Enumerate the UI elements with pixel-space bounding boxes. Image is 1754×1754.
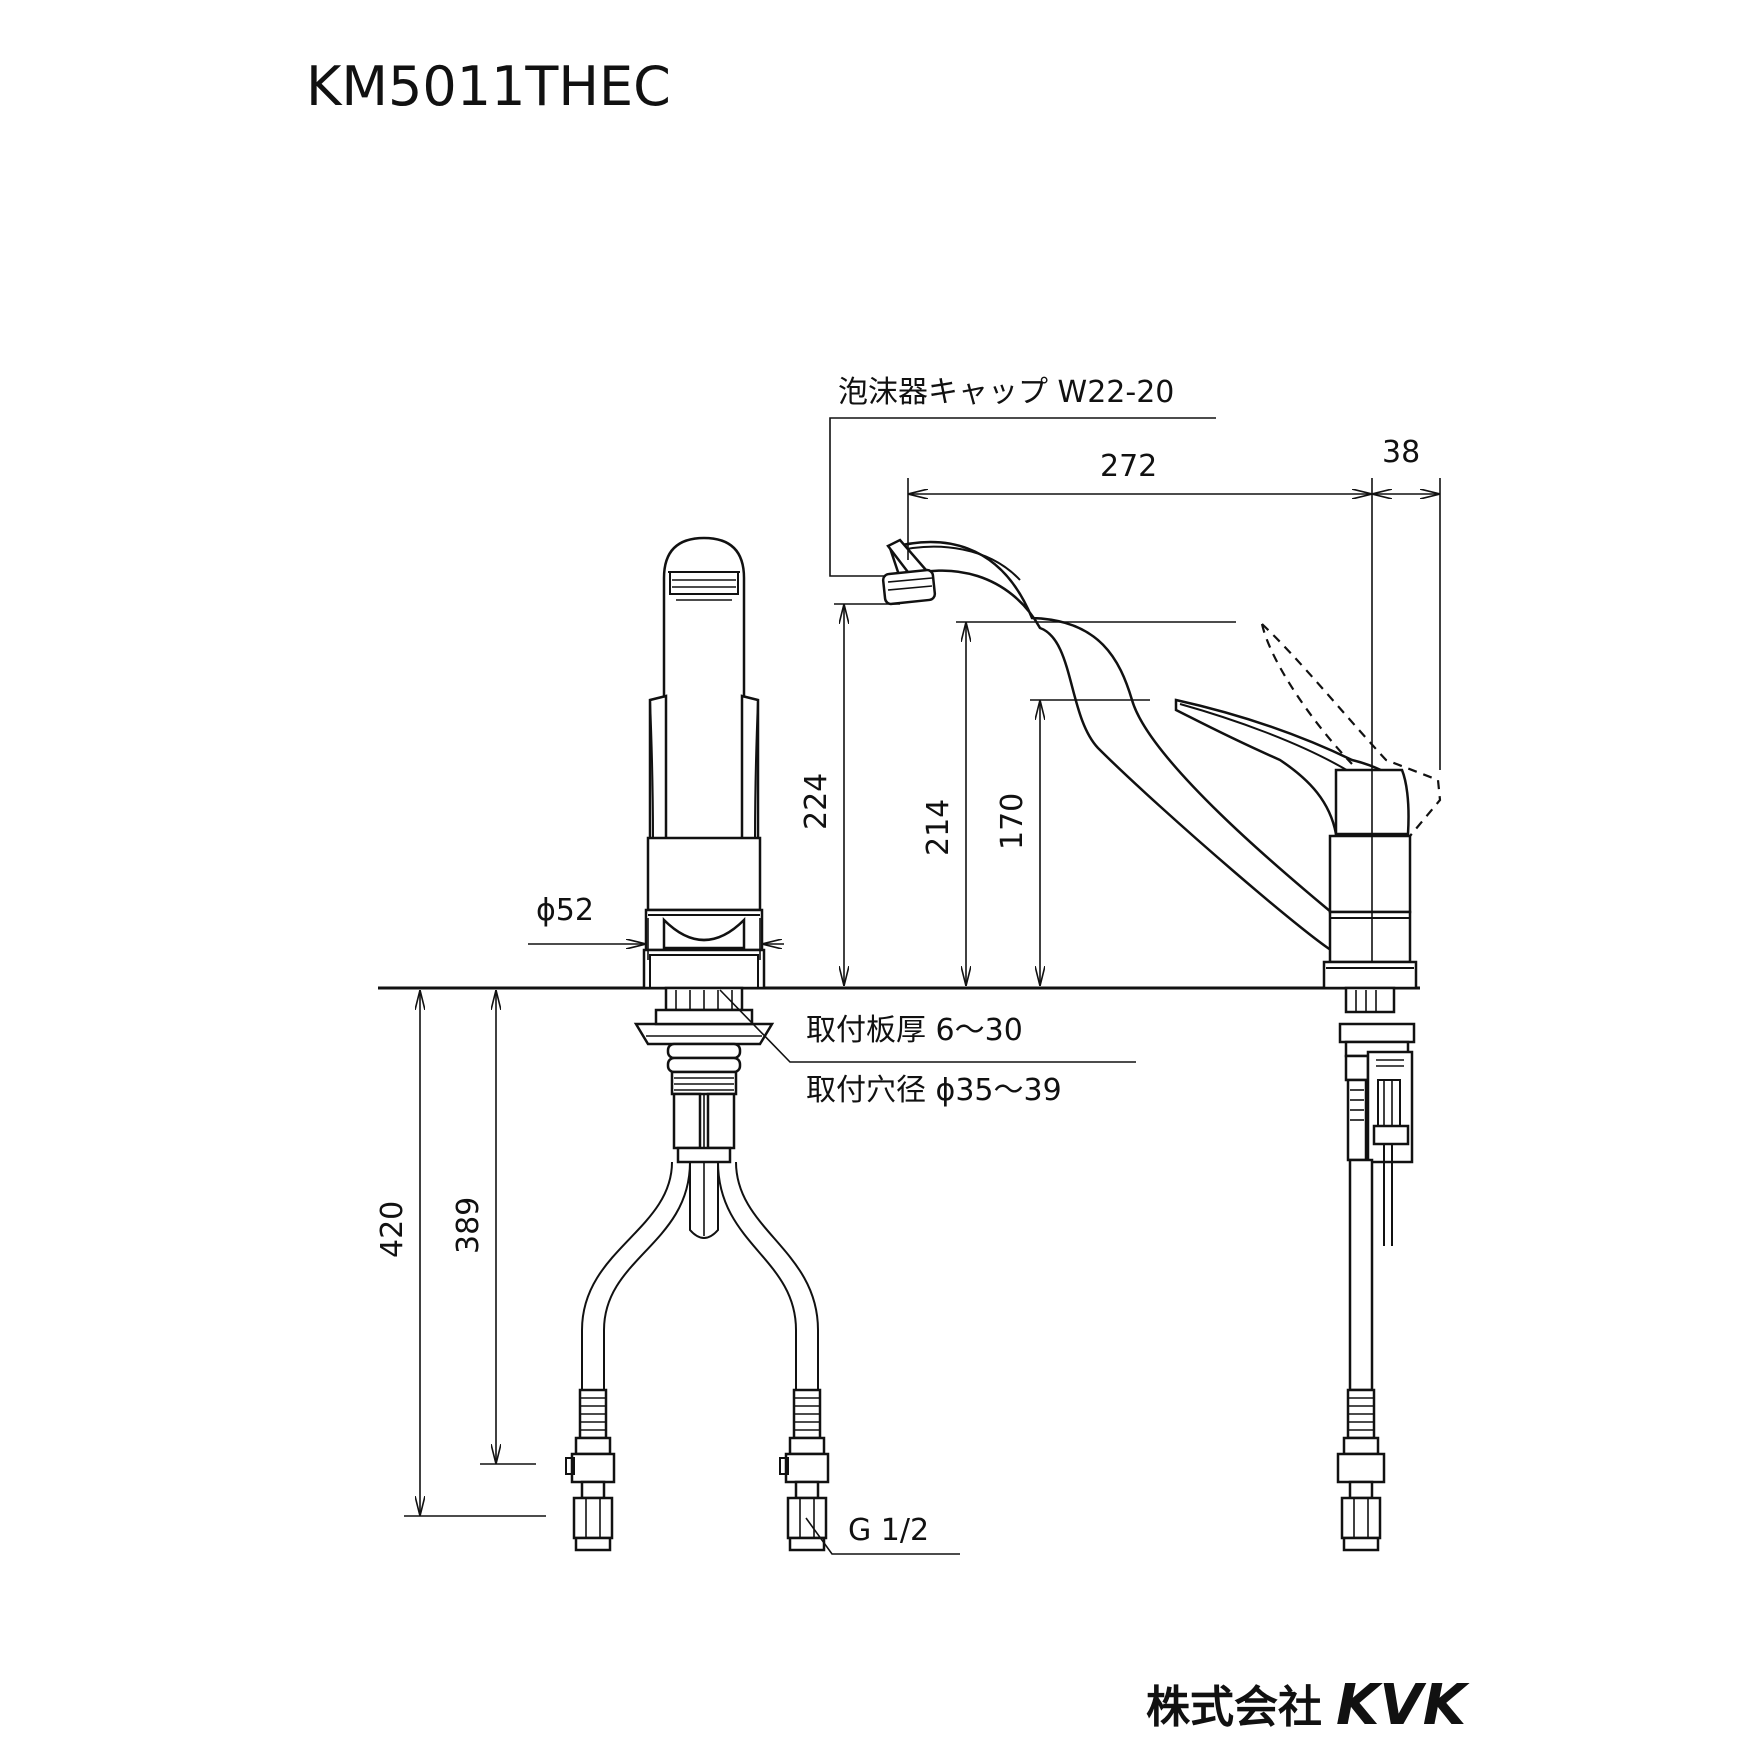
dimension-lines — [404, 417, 1441, 1555]
base-diameter-dimension: ϕ52 — [536, 893, 594, 928]
hose-389-dimension: 389 — [451, 1197, 486, 1254]
thread-label: G 1/2 — [848, 1513, 929, 1548]
model-number-title: KM5011THEC — [306, 55, 671, 118]
company-logo-brand: KVK — [1336, 1673, 1470, 1738]
spout-height-dimension: 224 — [799, 773, 834, 830]
lever-offset-dimension: 38 — [1382, 435, 1420, 470]
height-214-dimension: 214 — [921, 799, 956, 856]
side-view — [881, 538, 1442, 1552]
reach-dimension: 272 — [1100, 449, 1157, 484]
aerator-cap-label: 泡沫器キャップ W22-20 — [838, 375, 1174, 410]
height-170-dimension: 170 — [995, 793, 1030, 850]
hole-diameter-label: 取付穴径 ϕ35〜39 — [806, 1073, 1062, 1108]
hose-420-dimension: 420 — [375, 1201, 410, 1258]
front-view — [565, 536, 830, 1552]
company-logo-jp: 株式会社 — [1146, 1682, 1322, 1733]
plate-thickness-label: 取付板厚 6〜30 — [806, 1013, 1023, 1048]
